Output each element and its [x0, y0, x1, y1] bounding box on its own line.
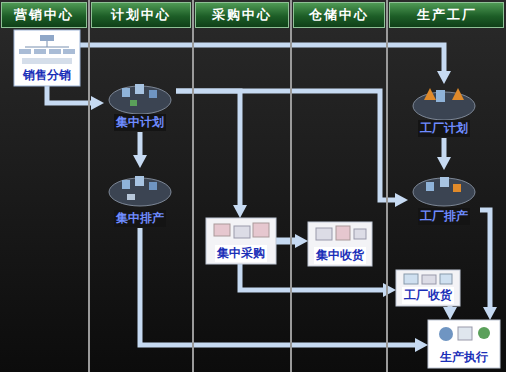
node-label: 集中收货 — [314, 247, 366, 264]
flow-arrow — [138, 132, 143, 155]
process-node: 集中收货 — [308, 222, 372, 266]
node-label: 集中采购 — [215, 245, 267, 262]
process-node: 集中计划 — [104, 78, 176, 132]
plan-disc-icons — [109, 84, 475, 206]
node-label: 集中计划 — [114, 114, 166, 131]
flow-arrow — [47, 86, 91, 103]
process-node: 工厂排产 — [408, 170, 480, 226]
flow-arrow — [240, 264, 383, 290]
warehouse-icons — [206, 218, 500, 368]
process-node: 集中排产 — [104, 168, 176, 228]
process-node: 集中采购 — [206, 218, 276, 264]
node-label: 工厂收货 — [402, 287, 454, 304]
node-label: 销售分销 — [21, 67, 73, 84]
header-text: 营销中心 — [14, 6, 74, 24]
header-text: 采购中心 — [212, 6, 272, 24]
node-label: 工厂排产 — [418, 208, 470, 225]
flow-arrow — [176, 91, 395, 200]
process-node: 工厂收货 — [396, 270, 460, 306]
process-node: 工厂计划 — [408, 84, 480, 138]
column-header: 计划中心 — [91, 2, 191, 28]
column-header: 采购中心 — [195, 2, 289, 28]
flow-arrow — [442, 138, 447, 157]
node-label: 生产执行 — [438, 349, 490, 366]
flow-arrow — [276, 238, 295, 245]
process-node: 生产执行 — [428, 320, 500, 368]
header-text: 仓储中心 — [309, 6, 369, 24]
node-label: 工厂计划 — [418, 120, 470, 137]
column-header: 生产工厂 — [389, 2, 504, 28]
column-dividers — [89, 0, 387, 372]
column-header: 仓储中心 — [293, 2, 385, 28]
sales-icon — [14, 30, 80, 86]
header-text: 生产工厂 — [417, 6, 477, 24]
flow-arrow — [140, 228, 415, 345]
flow-arrow — [80, 45, 444, 71]
flow-arrow — [176, 91, 240, 205]
process-node: 销售分销 — [14, 30, 80, 86]
node-label: 集中排产 — [114, 210, 166, 227]
flow-arrow — [480, 210, 490, 307]
header-text: 计划中心 — [111, 6, 171, 24]
column-header: 营销中心 — [1, 2, 87, 28]
